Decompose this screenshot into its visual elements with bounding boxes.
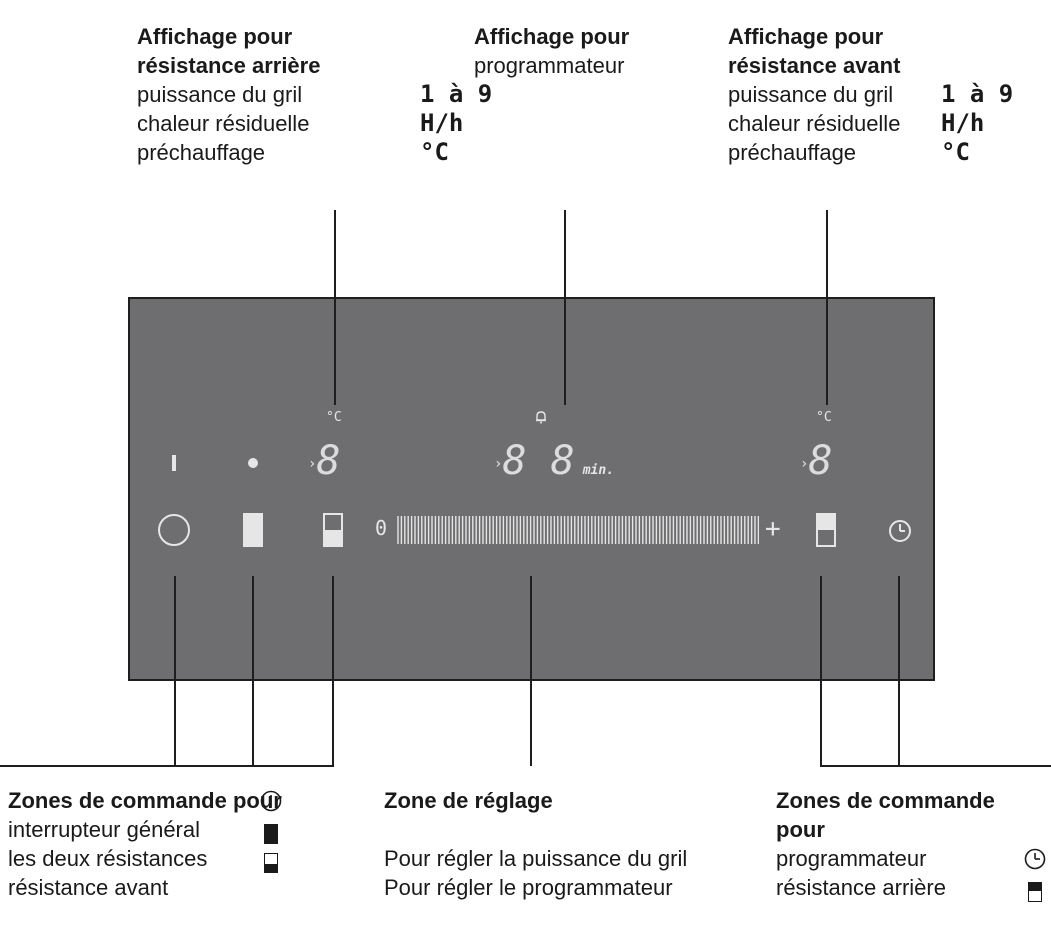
rear-element-icon <box>1028 877 1042 906</box>
timer-button[interactable] <box>886 517 914 550</box>
front-element-display: ›8 <box>800 438 833 484</box>
legend-line: Pour régler le programmateur <box>384 875 673 900</box>
both-elements-icon <box>264 819 278 848</box>
front-element-button[interactable] <box>323 513 343 547</box>
celsius-indicator: °C <box>326 410 342 425</box>
legend-value: 1 à 9 <box>420 80 493 108</box>
legend-title: résistance avant <box>728 53 901 78</box>
leader-line <box>826 210 828 405</box>
legend-title: Affichage pour <box>728 24 884 49</box>
legend-value: H/h <box>420 109 464 137</box>
legend-title: pour <box>776 817 825 842</box>
leader-line <box>530 576 532 766</box>
timer-display-legend: Affichage pour programmateur <box>474 22 629 80</box>
rear-element-display: ›8 <box>308 438 341 484</box>
main-controls-legend: Zones de commande pour interrupteur géné… <box>8 786 282 902</box>
power-switch-icon <box>260 790 282 819</box>
point-marker: › <box>308 456 317 472</box>
rear-element-button[interactable] <box>816 513 836 547</box>
celsius-indicator: °C <box>816 410 832 425</box>
leader-line <box>174 576 176 766</box>
legend-row: interrupteur général <box>8 790 282 844</box>
leader-line <box>332 576 334 766</box>
bell-icon <box>535 410 547 429</box>
clock-icon <box>1024 848 1046 877</box>
leader-line <box>820 576 822 766</box>
legend-value: °C <box>420 138 449 166</box>
legend-row: programmateur <box>776 844 1046 873</box>
legend-value: 1 à 9 <box>941 80 1014 108</box>
timer-controls-legend: Zones de commande pour programmateur rés… <box>776 786 1046 902</box>
front-element-icon <box>264 848 278 877</box>
legend-line: Pour régler la puissance du gril <box>384 846 688 871</box>
leader-line <box>334 210 336 405</box>
point-marker: › <box>494 456 503 472</box>
legend-title: résistance arrière <box>137 53 321 78</box>
legend-row: les deux résistances <box>8 824 282 873</box>
legend-title: Affichage pour <box>137 24 293 49</box>
main-switch-button[interactable] <box>158 514 190 546</box>
legend-row: préchauffage°C <box>728 138 970 166</box>
leader-line <box>0 765 334 767</box>
legend-title: Zones de commande <box>776 788 995 813</box>
legend-value: °C <box>941 138 970 166</box>
front-element-display-legend: Affichage pour résistance avant puissanc… <box>728 22 1014 167</box>
settings-slider[interactable] <box>397 514 760 546</box>
legend-row: résistance arrière <box>776 873 1042 902</box>
dot-indicator-icon <box>248 458 258 468</box>
legend-title: Affichage pour <box>474 24 630 49</box>
power-indicator-icon <box>172 455 176 471</box>
rear-element-display-legend: Affichage pour résistance arrière puissa… <box>137 22 493 167</box>
leader-line <box>898 576 900 766</box>
leader-line <box>564 210 566 405</box>
point-marker: › <box>800 456 809 472</box>
legend-title: Zones de commande pour <box>8 788 282 813</box>
legend-title: Zone de réglage <box>384 788 553 813</box>
leader-line <box>252 576 254 766</box>
legend-subtitle: programmateur <box>474 53 625 78</box>
leader-line <box>820 765 1051 767</box>
timer-unit: min. <box>582 463 614 478</box>
settings-zone-legend: Zone de réglage Pour régler la puissance… <box>384 786 687 902</box>
slider-max-label: + <box>765 514 781 544</box>
legend-row: résistance avant <box>8 853 282 902</box>
legend-value: H/h <box>941 109 985 137</box>
both-elements-button[interactable] <box>243 513 263 547</box>
legend-row: préchauffage°C <box>137 138 449 166</box>
slider-min-label: 0 <box>375 516 388 540</box>
